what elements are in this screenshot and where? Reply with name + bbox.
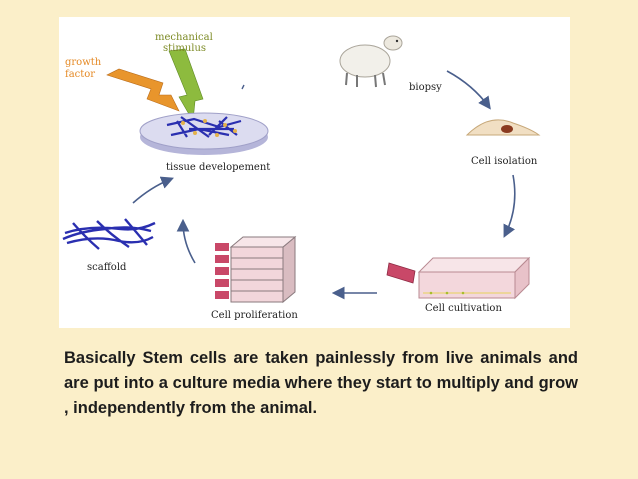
cell-cultivation-label: Cell cultivation	[425, 303, 502, 314]
sheep-icon	[340, 36, 402, 87]
mechanical-stimulus-label-2: stimulus	[163, 43, 206, 54]
scaffold-label: scaffold	[87, 262, 127, 273]
caption-text: Basically Stem cells are taken painlessl…	[64, 346, 578, 421]
cell-proliferation-label: Cell proliferation	[211, 310, 298, 321]
growth-factor-label-2: factor	[65, 69, 95, 80]
culture-flask-icon	[387, 258, 529, 298]
growth-factor-label-1: growth	[65, 57, 102, 68]
scaffold-icon	[63, 219, 155, 249]
arrow-biopsy-to-isolation	[447, 71, 489, 107]
mechanical-stimulus-label-1: mechanical	[155, 32, 213, 43]
biopsy-label: biopsy	[409, 82, 442, 93]
isolated-cell-icon	[467, 120, 539, 135]
tissue-engineering-diagram: mechanical stimulus growth factor tissue…	[59, 17, 570, 328]
arrow-scaffold-to-tissue	[133, 179, 171, 203]
arrow-isolation-to-cultivation	[505, 175, 515, 235]
petri-dish-icon	[140, 113, 268, 155]
cell-isolation-label: Cell isolation	[471, 156, 538, 167]
arrow-mark	[242, 85, 244, 89]
mechanical-stimulus-lightning-icon	[169, 49, 203, 121]
tissue-development-label: tissue developement	[166, 162, 270, 173]
growth-factor-lightning-icon	[107, 69, 179, 111]
stacked-flasks-icon	[215, 237, 295, 302]
arrow-proliferation-to-scaffold	[183, 222, 195, 263]
